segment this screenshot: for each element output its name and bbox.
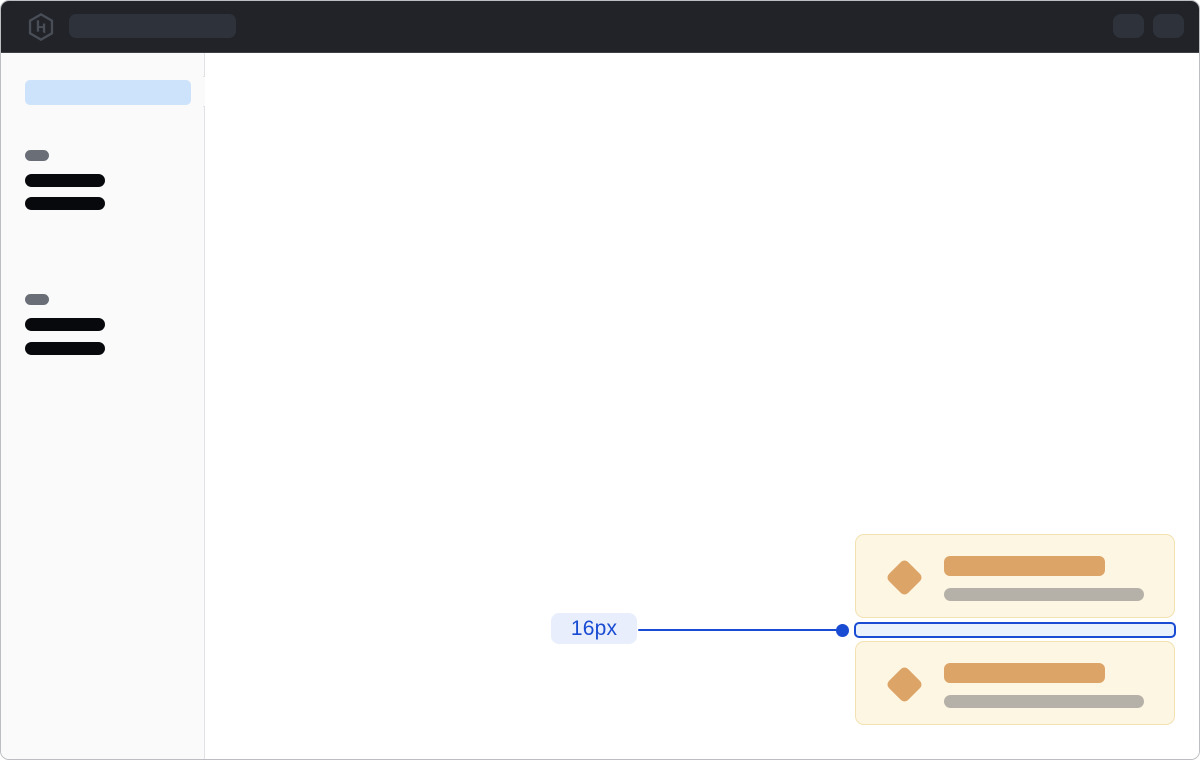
example-card (855, 641, 1175, 725)
sidebar-section-heading-skeleton (25, 294, 49, 305)
nav-action-skeleton[interactable] (1153, 14, 1184, 38)
sidebar-item-skeleton[interactable] (25, 197, 105, 210)
card-subtitle-skeleton (944, 695, 1144, 708)
annotation-leader-line (638, 628, 837, 632)
spacing-highlight-rect (854, 622, 1176, 638)
sidebar (1, 53, 205, 759)
annotation-dot (835, 623, 849, 637)
nav-search-skeleton[interactable] (69, 14, 236, 38)
top-navbar (1, 1, 1199, 53)
sidebar-selected-item-skeleton[interactable] (25, 80, 191, 105)
card-subtitle-skeleton (944, 588, 1144, 601)
nav-action-skeleton[interactable] (1113, 14, 1144, 38)
card-title-skeleton (944, 556, 1105, 576)
card-title-skeleton (944, 663, 1105, 683)
sidebar-item-skeleton[interactable] (25, 174, 105, 187)
spacing-value-label: 16px (551, 613, 637, 644)
diamond-icon (885, 558, 924, 597)
example-card (855, 534, 1175, 618)
hashicorp-logo-icon[interactable] (27, 13, 55, 41)
diamond-icon (885, 665, 924, 704)
sidebar-item-skeleton[interactable] (25, 318, 105, 331)
sidebar-section-heading-skeleton (25, 150, 49, 161)
nav-actions (1113, 14, 1184, 38)
sidebar-item-skeleton[interactable] (25, 342, 105, 355)
